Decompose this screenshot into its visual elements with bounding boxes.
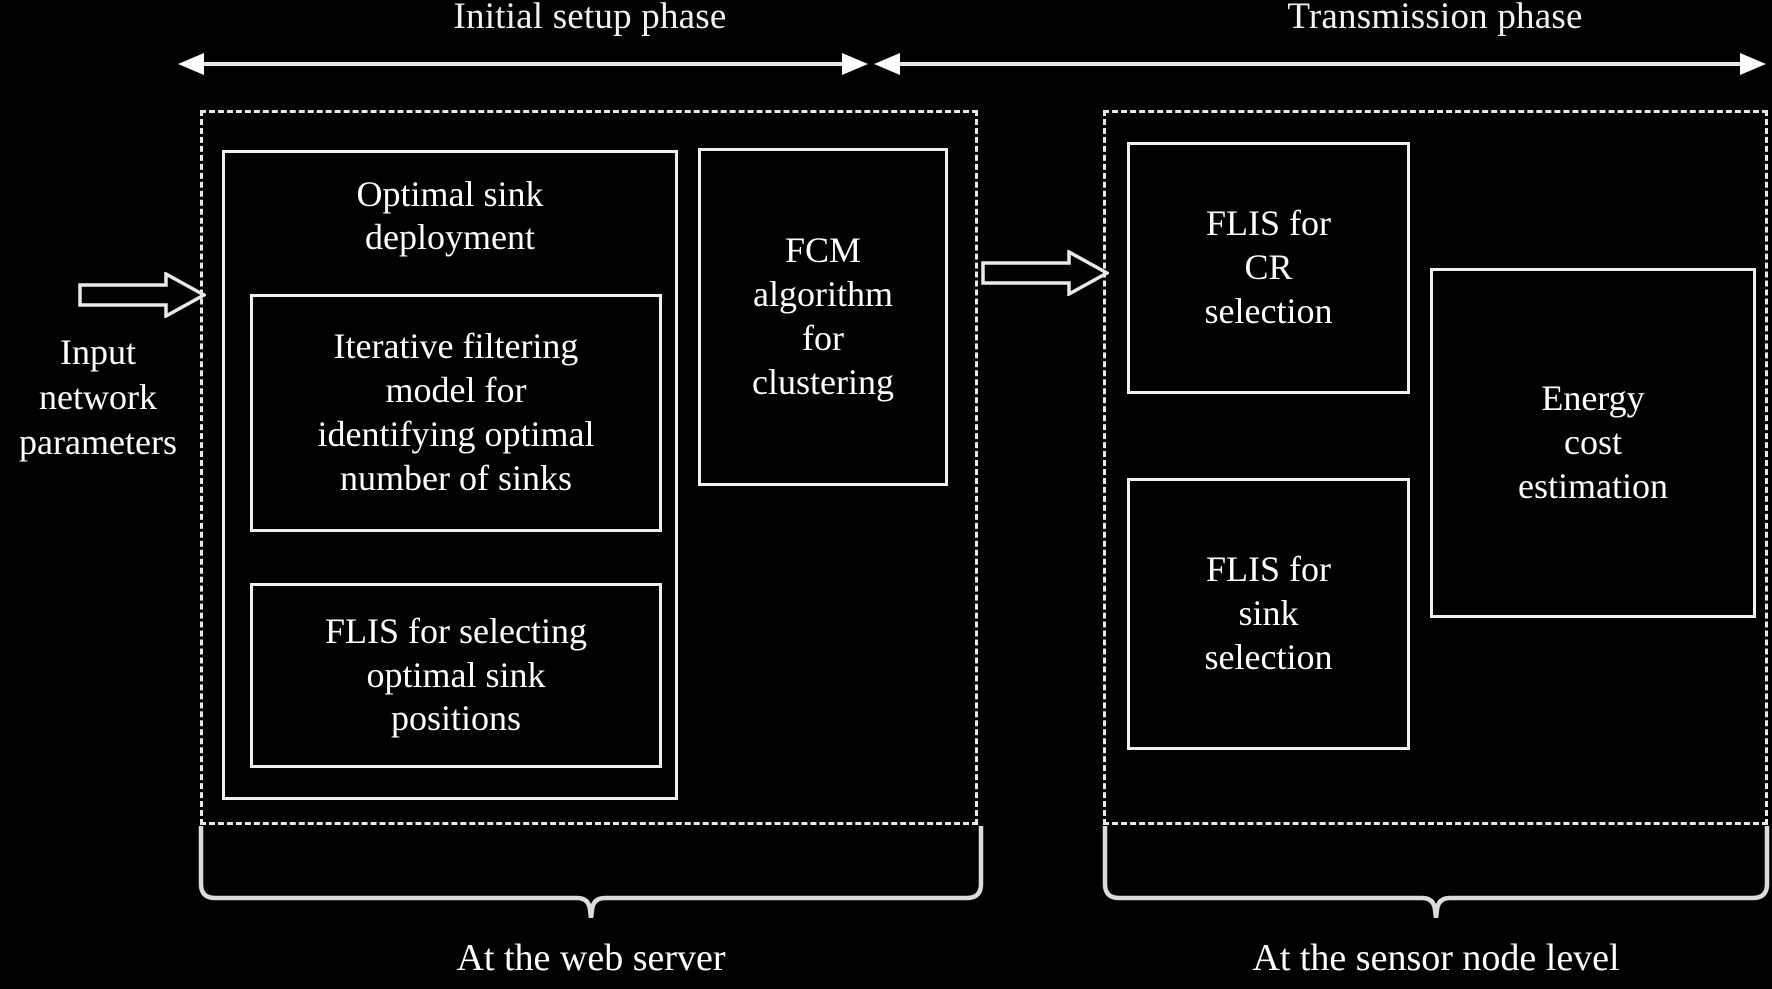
transmission-phase-region [1103,110,1768,825]
flis-sink-selection-label: FLIS for sink selection [1204,549,1333,677]
phase-span-arrow-transmission [874,53,1766,75]
phase-title-initial-setup: Initial setup phase [453,0,727,37]
input-to-setup-arrow-icon [78,272,206,318]
optimal-sink-deployment-label: Optimal sink deployment [356,174,544,258]
phase-span-arrow-initial-setup [178,53,868,75]
flis-sink-selection-box: FLIS for sink selection [1127,478,1410,750]
fcm-algorithm-label: FCM algorithm for clustering [752,230,894,402]
caption-web-server: At the web server [456,937,726,979]
setup-to-transmission-arrow-icon [981,250,1109,296]
phase-title-transmission: Transmission phase [1287,0,1583,37]
iterative-filtering-model-label: Iterative filtering model for identifyin… [317,326,595,498]
energy-cost-estimation-box: Energy cost estimation [1430,268,1756,618]
flis-cr-selection-label: FLIS for CR selection [1204,203,1333,331]
flis-cr-selection-box: FLIS for CR selection [1127,142,1410,394]
fcm-algorithm-box: FCM algorithm for clustering [698,148,948,486]
energy-cost-estimation-label: Energy cost estimation [1518,378,1668,506]
flis-optimal-sink-positions-label: FLIS for selecting optimal sink position… [325,610,587,739]
initial-setup-phase-region [200,110,978,825]
input-network-parameters-label: Input network parameters [19,332,177,462]
caption-sensor-node-level: At the sensor node level [1252,937,1620,979]
brace-web-server [196,826,986,918]
flis-optimal-sink-positions-box: FLIS for selecting optimal sink position… [250,583,662,768]
brace-sensor-node-level [1100,826,1772,918]
iterative-filtering-model-box: Iterative filtering model for identifyin… [250,294,662,532]
